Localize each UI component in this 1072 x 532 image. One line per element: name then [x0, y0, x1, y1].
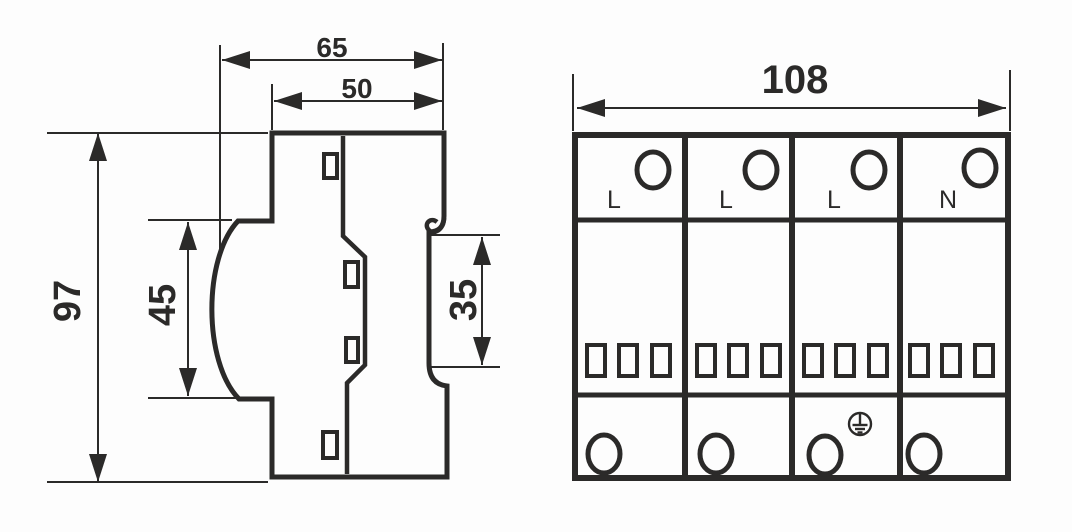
dim-45-label: 45	[142, 284, 184, 326]
dim-97-label: 97	[47, 280, 89, 322]
slot	[650, 343, 672, 378]
slot	[760, 343, 782, 378]
module-1: L	[585, 149, 672, 476]
slot	[727, 343, 749, 378]
bottom-terminal-screw	[697, 432, 735, 476]
slot	[695, 343, 717, 378]
clip-slot	[344, 336, 360, 364]
front-view: L L L	[572, 58, 1011, 481]
slot	[802, 343, 824, 378]
dimension-body-width-50: 50	[271, 73, 442, 130]
bottom-terminal-screw	[585, 432, 623, 476]
arrowhead-left	[274, 92, 302, 110]
terminal-label: L	[719, 186, 733, 214]
arrowhead-up	[179, 222, 197, 250]
module-3: L	[802, 149, 889, 477]
arrowhead-up	[473, 237, 491, 265]
dimension-overall-height-97: 97	[47, 132, 268, 483]
slot	[585, 343, 607, 378]
top-terminal-screw	[742, 149, 780, 191]
arrowhead-left	[577, 99, 605, 117]
dim-108-label: 108	[762, 58, 829, 102]
slot	[973, 343, 995, 378]
slot	[834, 343, 856, 378]
terminal-label: L	[827, 186, 841, 214]
protective-earth-icon	[847, 411, 873, 437]
ventilation-slots	[908, 343, 995, 378]
top-terminal-screw	[850, 149, 888, 191]
side-view-inner-profile	[340, 136, 368, 474]
side-view-slots	[321, 152, 360, 460]
ventilation-slots	[585, 343, 672, 378]
clip-slot	[343, 260, 360, 289]
terminal-label: L	[607, 186, 621, 214]
din-rail-hook-icon	[424, 217, 447, 235]
arrowhead-right	[978, 99, 1006, 117]
arrowhead-down	[179, 368, 197, 396]
bottom-terminal-screw	[806, 433, 844, 477]
clip-slot	[322, 152, 339, 180]
slot	[908, 343, 930, 378]
arrowhead-right	[414, 51, 442, 69]
dimension-overall-width-65: 65	[219, 32, 444, 250]
terminal-label: N	[939, 186, 957, 214]
arrowhead-left	[222, 51, 250, 69]
arrowhead-down	[473, 337, 491, 365]
bottom-terminal-screw	[905, 432, 943, 476]
ventilation-slots	[802, 343, 889, 378]
arrowhead-down	[89, 454, 107, 482]
dim-50-label: 50	[341, 73, 372, 104]
dim-35-label: 35	[443, 279, 485, 321]
top-terminal-screw	[961, 147, 999, 189]
side-view-outline	[209, 130, 450, 480]
clip-slot	[321, 430, 339, 460]
slot	[867, 343, 889, 378]
dim-65-label: 65	[316, 32, 347, 63]
dimension-rail-recess-35: 35	[428, 234, 500, 368]
top-terminal-screw	[634, 149, 672, 191]
arrowhead-up	[89, 133, 107, 161]
dimension-overall-width-108: 108	[572, 58, 1011, 131]
arrowhead-right	[414, 92, 442, 110]
slot	[940, 343, 962, 378]
slot	[617, 343, 639, 378]
dimension-front-height-45: 45	[142, 219, 240, 399]
ventilation-slots	[695, 343, 782, 378]
side-view: 65 50 97 45	[47, 32, 500, 483]
module-2: L	[695, 149, 782, 476]
module-4: N	[905, 147, 999, 476]
